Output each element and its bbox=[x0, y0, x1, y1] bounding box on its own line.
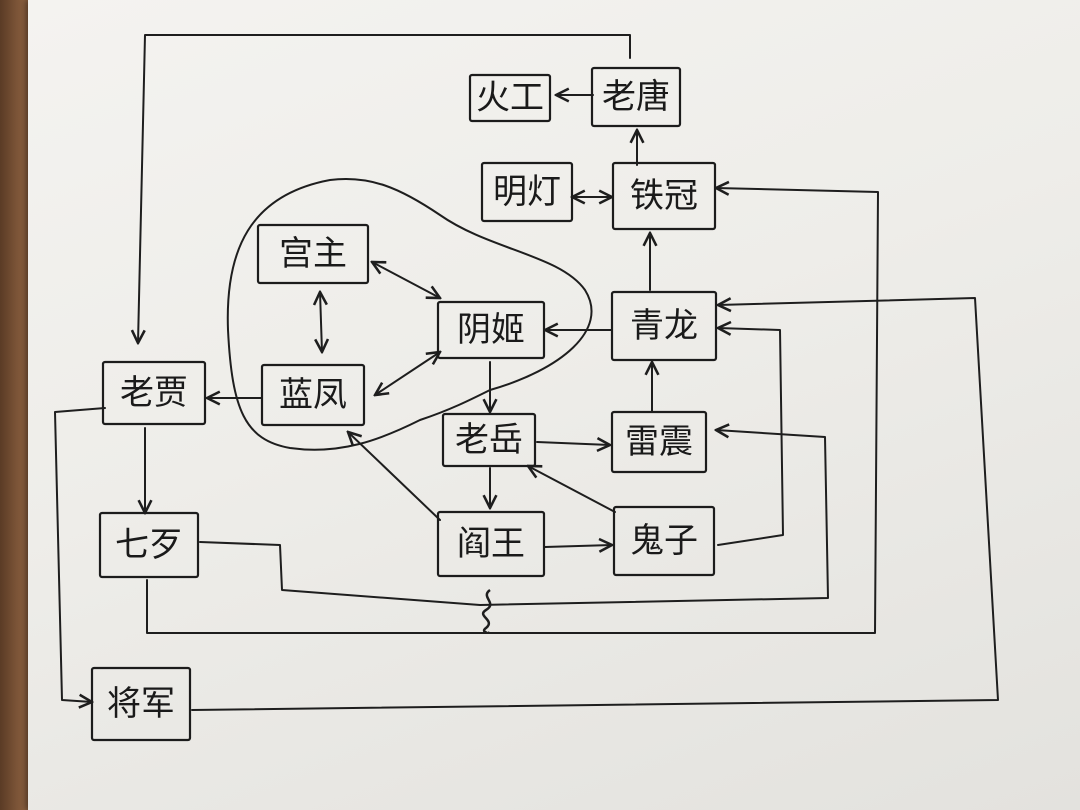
svg-text:将军: 将军 bbox=[107, 684, 175, 724]
svg-text:青龙: 青龙 bbox=[630, 306, 698, 346]
edge-qifang-leizhen bbox=[199, 430, 829, 606]
edge-jiangjun-qinglong bbox=[191, 297, 999, 711]
node-yanwang: 阎王 bbox=[436, 510, 546, 578]
edge-qifang-tieguan bbox=[146, 188, 879, 634]
node-yinji: 阴姬 bbox=[436, 300, 546, 360]
svg-text:阎王: 阎王 bbox=[457, 524, 525, 564]
node-qifang: 七歹 bbox=[98, 511, 200, 579]
edge-gongzhu-yinji bbox=[372, 262, 440, 298]
node-laotang: 老唐 bbox=[590, 66, 682, 128]
svg-text:阴姬: 阴姬 bbox=[457, 310, 525, 350]
paper-sheet bbox=[28, 0, 1080, 810]
edge-gongzhu-lanfeng bbox=[320, 292, 322, 352]
svg-text:宫主: 宫主 bbox=[279, 234, 347, 274]
node-lanfeng: 蓝凤 bbox=[260, 363, 366, 427]
edge-laoba-jiangjun bbox=[54, 407, 106, 702]
node-mingdeng: 明灯 bbox=[480, 161, 574, 223]
node-jiangjun: 将军 bbox=[90, 666, 192, 742]
svg-text:明灯: 明灯 bbox=[493, 172, 561, 212]
node-gongzhu: 宫主 bbox=[256, 223, 370, 285]
edge-guizi-laoyue bbox=[528, 466, 616, 513]
edge-yinji-lanfeng bbox=[375, 352, 440, 395]
edge-laoyue-leizhen bbox=[536, 442, 610, 445]
node-qinglong: 青龙 bbox=[610, 290, 718, 362]
svg-text:老岳: 老岳 bbox=[455, 420, 523, 460]
svg-text:老贾: 老贾 bbox=[120, 373, 188, 413]
node-huogong: 火工 bbox=[468, 73, 552, 123]
node-laoyue: 老岳 bbox=[441, 412, 537, 468]
ink-squiggle bbox=[481, 588, 492, 635]
node-laoba: 老贾 bbox=[101, 360, 207, 426]
svg-text:鬼子: 鬼子 bbox=[630, 521, 698, 561]
svg-text:雷震: 雷震 bbox=[625, 422, 693, 462]
edge-laotang-laoba bbox=[138, 34, 631, 343]
edge-guizi-qinglong bbox=[718, 328, 784, 546]
edge-yanwang-guizi bbox=[544, 545, 612, 547]
edge-yanwang-lanfeng bbox=[348, 432, 441, 521]
svg-text:老唐: 老唐 bbox=[602, 77, 670, 117]
svg-text:蓝凤: 蓝凤 bbox=[279, 375, 347, 415]
node-tieguan: 铁冠 bbox=[611, 161, 717, 231]
svg-text:火工: 火工 bbox=[476, 78, 544, 118]
svg-text:铁冠: 铁冠 bbox=[630, 176, 698, 216]
svg-text:七歹: 七歹 bbox=[115, 525, 183, 565]
group-outline bbox=[226, 177, 593, 451]
node-leizhen: 雷震 bbox=[610, 410, 708, 474]
node-guizi: 鬼子 bbox=[612, 505, 716, 577]
